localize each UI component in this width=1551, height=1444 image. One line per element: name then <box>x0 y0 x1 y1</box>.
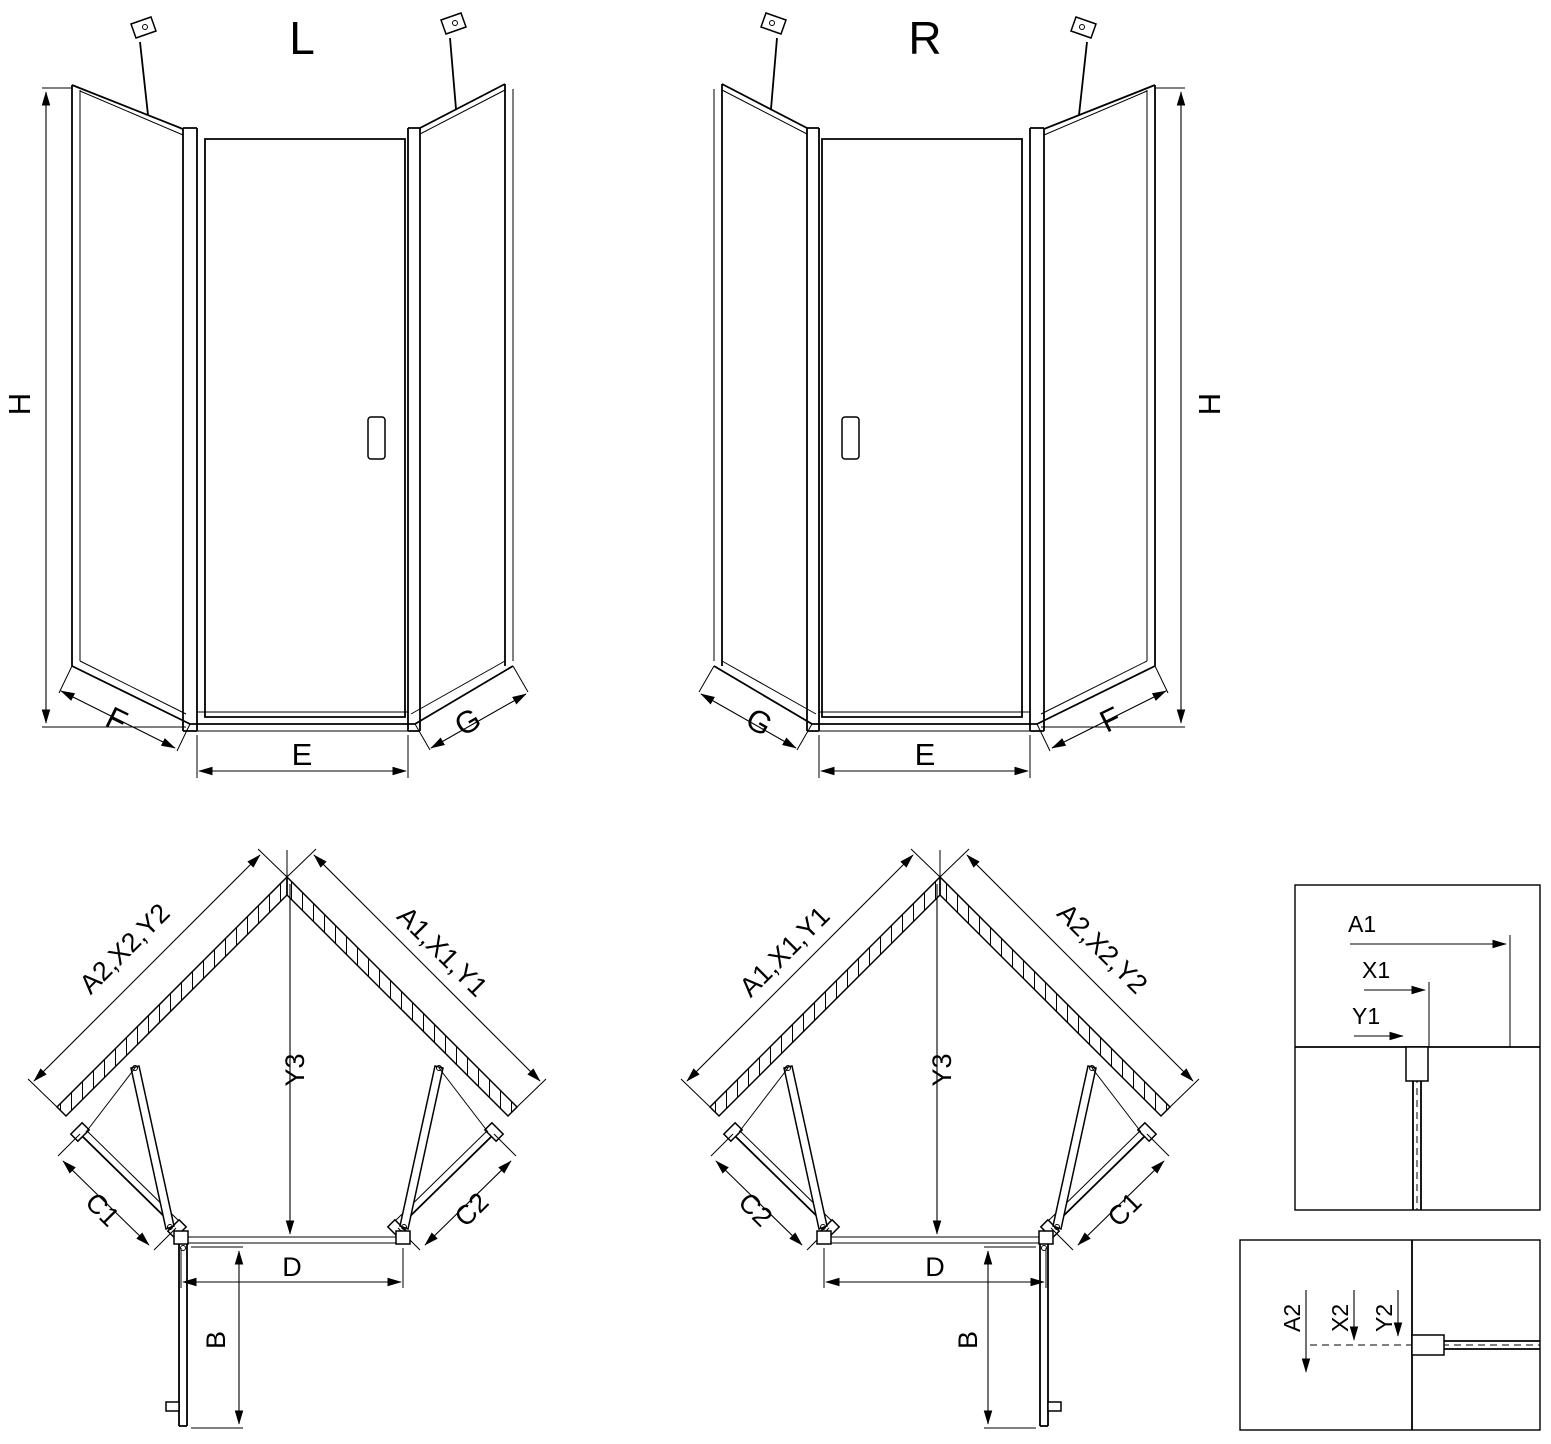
detail-a1-label: A1 <box>1348 911 1376 937</box>
dim-height-label-right: H <box>1192 393 1227 415</box>
detail-y1-label: Y1 <box>1352 1003 1380 1029</box>
detail-bottom-profile <box>1411 1334 1445 1356</box>
plan-wall-right-label-L: A1,X1,Y1 <box>391 901 493 1003</box>
plan-swing-label-L: B <box>201 1331 231 1349</box>
dim-height-label-left: H <box>2 393 37 415</box>
front-view-right-structure <box>699 13 1185 778</box>
plan-panel-right-label-R: C1 <box>1102 1187 1148 1233</box>
front-view-left-structure <box>42 13 528 778</box>
detail-a2-label: A2 <box>1279 1304 1305 1332</box>
plan-wall-left-label-R: A1,X1,Y1 <box>734 901 836 1003</box>
plan-door-label-L: D <box>282 1252 302 1282</box>
plan-depth-label-R: Y3 <box>927 1053 957 1086</box>
variant-label-right: R <box>908 12 941 64</box>
detail-x1-label: X1 <box>1362 957 1390 983</box>
variant-label-left: L <box>289 12 315 64</box>
dim-side-g-label-left: G <box>449 701 487 743</box>
plan-swing-label-R: B <box>953 1331 983 1349</box>
dim-side-f-label-right: F <box>1094 700 1126 740</box>
plan-wall-left-label-L: A2,X2,Y2 <box>74 898 176 1000</box>
detail-top-profile <box>1405 1046 1429 1082</box>
plan-depth-label-L: Y3 <box>280 1053 310 1086</box>
detail-view-bottom: A2 X2 Y2 <box>1239 1239 1541 1431</box>
plan-wall-right-label-R: A2,X2,Y2 <box>1051 898 1153 1000</box>
dim-door-e-label-left: E <box>292 737 313 772</box>
detail-view-top: A1 X1 Y1 <box>1294 884 1541 1211</box>
dim-door-e-label-right: E <box>915 737 936 772</box>
plan-view-left: A2,X2,Y2 A1,X1,Y1 Y3 C1 C2 D B <box>28 849 546 1428</box>
dim-side-f-label-left: F <box>100 700 132 740</box>
plan-panel-left-label-R: C2 <box>733 1187 779 1233</box>
plan-panel-right-label-L: C2 <box>449 1187 495 1233</box>
dim-side-g-label-right: G <box>740 701 778 743</box>
detail-top-glass <box>1412 1062 1422 1210</box>
front-view-right: R H G E F <box>699 12 1227 778</box>
plan-view-left-structure <box>28 849 546 1428</box>
front-view-left: L H F E G <box>2 12 528 778</box>
plan-view-right-structure <box>681 849 1199 1428</box>
plan-panel-left-label-L: C1 <box>80 1187 126 1233</box>
plan-view-right: A1,X1,Y1 A2,X2,Y2 Y3 C2 C1 D B <box>681 849 1199 1428</box>
detail-bottom-frame <box>1239 1239 1541 1431</box>
detail-x2-label: X2 <box>1327 1304 1353 1332</box>
plan-door-label-R: D <box>925 1252 945 1282</box>
detail-y2-label: Y2 <box>1371 1304 1397 1332</box>
